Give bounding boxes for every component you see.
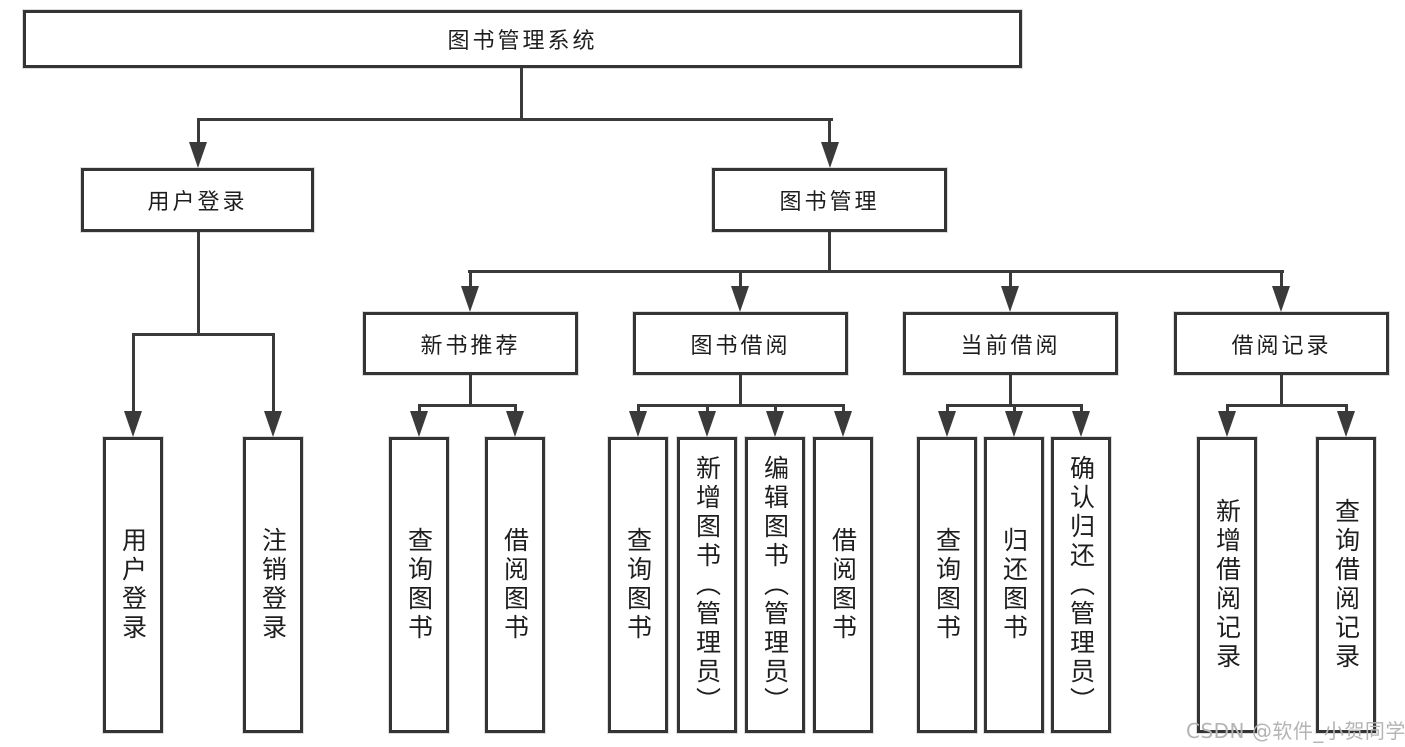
- arrowhead-icon: [410, 411, 428, 437]
- leaf-query-books-borrow-label: 查询图书: [623, 527, 653, 643]
- leaf-edit-books-admin-label: 编辑图书（管理员）: [760, 454, 790, 716]
- leaf-query-borrow-record: 查询借阅记录: [1316, 437, 1376, 733]
- node-new-book-recommend-label: 新书推荐: [420, 333, 521, 359]
- connector-leaf-drop: [132, 335, 135, 415]
- node-user-login: 用户登录: [81, 168, 314, 232]
- leaf-user-login: 用户登录: [103, 437, 163, 733]
- node-book-management-label: 图书管理: [779, 190, 880, 215]
- arrowhead-icon: [1218, 411, 1236, 437]
- connector-records-stem: [1280, 375, 1283, 406]
- node-book-borrow-label: 图书借阅: [690, 333, 791, 359]
- arrowhead-icon: [189, 142, 207, 168]
- node-user-login-label: 用户登录: [147, 190, 248, 215]
- arrowhead-icon: [1001, 286, 1019, 312]
- arrowhead-icon: [698, 411, 716, 437]
- connector-current-borrow-rail: [946, 404, 1083, 407]
- node-root-system: 图书管理系统: [23, 10, 1022, 68]
- connector-user-login-drop: [197, 120, 200, 146]
- leaf-borrow-books-recommend-label: 借阅图书: [500, 527, 530, 643]
- node-current-borrow-label: 当前借阅: [960, 333, 1061, 359]
- leaf-logout-label: 注销登录: [258, 527, 288, 643]
- node-borrow-records: 借阅记录: [1174, 312, 1389, 375]
- connector-level3-drop: [469, 272, 472, 288]
- node-book-borrow: 图书借阅: [633, 312, 848, 375]
- leaf-query-books-recommend-label: 查询图书: [404, 527, 434, 643]
- connector-level3-drop: [1009, 272, 1012, 288]
- arrowhead-icon: [124, 411, 142, 437]
- arrowhead-icon: [766, 411, 784, 437]
- leaf-return-books-label: 归还图书: [999, 527, 1029, 643]
- connector-book-borrow-rail: [637, 404, 845, 407]
- node-root-label: 图书管理系统: [447, 29, 598, 54]
- arrowhead-icon: [1072, 411, 1090, 437]
- connector-user-login-stem: [197, 232, 200, 335]
- arrowhead-icon: [506, 411, 524, 437]
- arrowhead-icon: [264, 411, 282, 437]
- leaf-borrow-books-label: 借阅图书: [828, 527, 858, 643]
- leaf-borrow-books-recommend: 借阅图书: [485, 437, 545, 733]
- arrowhead-icon: [1005, 411, 1023, 437]
- arrowhead-icon: [834, 411, 852, 437]
- connector-book-mgmt-rail: [468, 270, 1284, 273]
- connector-current-borrow-stem: [1009, 375, 1012, 406]
- arrowhead-icon: [461, 286, 479, 312]
- arrowhead-icon: [938, 411, 956, 437]
- node-borrow-records-label: 借阅记录: [1231, 333, 1332, 359]
- leaf-borrow-books: 借阅图书: [813, 437, 873, 733]
- connector-level3-drop: [1280, 272, 1283, 288]
- arrowhead-icon: [1272, 286, 1290, 312]
- connector-book-borrow-stem: [739, 375, 742, 406]
- node-book-management: 图书管理: [712, 168, 947, 232]
- leaf-edit-books-admin: 编辑图书（管理员）: [745, 437, 805, 733]
- leaf-add-books-admin-label: 新增图书（管理员）: [692, 454, 722, 716]
- node-new-book-recommend: 新书推荐: [363, 312, 578, 375]
- leaf-add-borrow-record-label: 新增借阅记录: [1212, 498, 1242, 672]
- connector-records-rail: [1226, 404, 1348, 407]
- arrowhead-icon: [821, 142, 839, 168]
- leaf-query-books-current-label: 查询图书: [932, 527, 962, 643]
- csdn-watermark: CSDN @软件_小贺同学: [1186, 719, 1405, 743]
- arrowhead-icon: [731, 286, 749, 312]
- arrowhead-icon: [1337, 411, 1355, 437]
- connector-book-mgmt-drop: [828, 120, 831, 146]
- leaf-confirm-return-admin: 确认归还（管理员）: [1051, 437, 1111, 733]
- arrowhead-icon: [629, 411, 647, 437]
- leaf-add-books-admin: 新增图书（管理员）: [677, 437, 737, 733]
- leaf-query-borrow-record-label: 查询借阅记录: [1331, 498, 1361, 672]
- leaf-logout: 注销登录: [243, 437, 303, 733]
- connector-root-rail: [197, 118, 833, 121]
- node-current-borrow: 当前借阅: [903, 312, 1118, 375]
- connector-level3-drop: [739, 272, 742, 288]
- leaf-query-books-borrow: 查询图书: [608, 437, 668, 733]
- leaf-return-books: 归还图书: [984, 437, 1044, 733]
- connector-leaf-drop: [272, 335, 275, 415]
- leaf-user-login-label: 用户登录: [118, 527, 148, 643]
- leaf-confirm-return-admin-label: 确认归还（管理员）: [1066, 454, 1096, 716]
- connector-user-login-rail: [132, 333, 275, 336]
- connector-new-book-stem: [469, 375, 472, 406]
- connector-book-mgmt-stem: [828, 232, 831, 272]
- connector-root-stem: [520, 68, 523, 120]
- leaf-add-borrow-record: 新增借阅记录: [1197, 437, 1257, 733]
- connector-new-book-rail: [418, 404, 517, 407]
- leaf-query-books-recommend: 查询图书: [389, 437, 449, 733]
- leaf-query-books-current: 查询图书: [917, 437, 977, 733]
